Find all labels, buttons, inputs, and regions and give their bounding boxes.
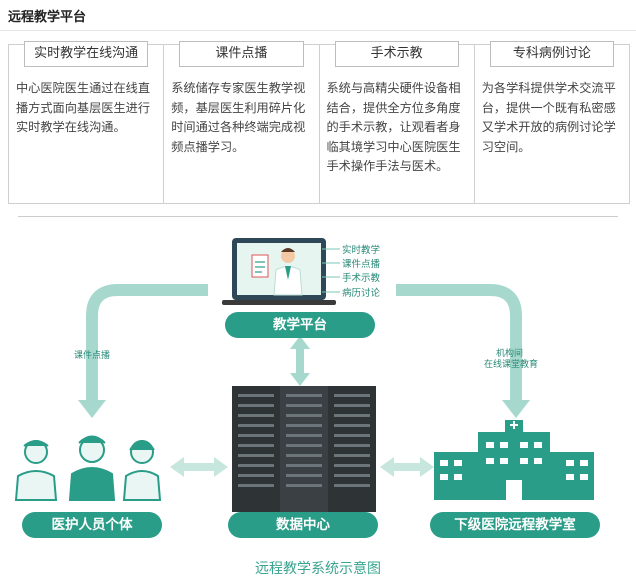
left-flow-arrow	[86, 284, 208, 402]
feature-cards: 实时教学在线沟通 中心医院医生通过在线直播方式面向基层医生进行实时教学在线沟通。…	[8, 41, 630, 206]
laptop-icon	[222, 238, 340, 305]
down-arrowhead	[290, 373, 310, 386]
left-flow-label: 课件点播	[74, 351, 111, 361]
feature-card-title: 实时教学在线沟通	[24, 41, 149, 67]
feature-card-body: 中心医院医生通过在线直播方式面向基层医生进行实时教学在线沟通。	[16, 81, 151, 134]
laptop-menu-item: 实时教学	[342, 245, 381, 256]
laptop-menu-item: 病历讨论	[342, 288, 381, 299]
feature-card-title: 专科病例讨论	[489, 41, 614, 67]
platform-label: 教学平台	[225, 312, 375, 338]
hospital-building-icon	[434, 420, 594, 500]
title-divider	[0, 30, 636, 31]
feature-card-body: 系统与高精尖硬件设备相结合，提供全方位多角度的手术示教，让观看者身临其境学习中心…	[326, 81, 461, 173]
page-title: 远程教学平台	[8, 10, 87, 25]
section-divider	[18, 216, 618, 217]
laptop-menu-item: 课件点播	[342, 259, 381, 270]
diagram-caption: 远程教学系统示意图	[255, 561, 381, 577]
laptop-menu-item: 手术示教	[342, 273, 381, 284]
feature-card-body: 为各学科提供学术交流平台，提供一个既有私密感又学术开放的病例讨论学习空间。	[481, 81, 616, 154]
left-arrowhead	[78, 400, 106, 418]
server-rack-icon	[232, 386, 376, 512]
feature-card-title: 课件点播	[179, 41, 304, 67]
right-flow-label: 机构间	[496, 349, 524, 359]
right-flow-label: 在线课堂教育	[484, 360, 539, 370]
right-arrowhead	[502, 400, 530, 418]
datacenter-label: 数据中心	[228, 512, 378, 538]
feature-card: 课件点播 系统储存专家医生教学视频，基层医生利用碎片化时间通过各种终端完成视频点…	[163, 41, 319, 204]
up-arrowhead	[290, 336, 310, 349]
hospital-label: 下级医院远程教学室	[430, 512, 600, 538]
medical-staff-icon	[14, 435, 162, 501]
feature-card-title: 手术示教	[334, 41, 459, 67]
feature-card-body: 系统储存专家医生教学视频，基层医生利用碎片化时间通过各种终端完成视频点播学习。	[171, 81, 306, 154]
right-flow-arrow	[396, 284, 522, 402]
feature-card: 手术示教 系统与高精尖硬件设备相结合，提供全方位多角度的手术示教，让观看者身临其…	[318, 41, 474, 204]
staff-label: 医护人员个体	[22, 512, 162, 538]
feature-card: 实时教学在线沟通 中心医院医生通过在线直播方式面向基层医生进行实时教学在线沟通。	[8, 41, 164, 204]
feature-card: 专科病例讨论 为各学科提供学术交流平台，提供一个既有私密感又学术开放的病例讨论学…	[473, 41, 630, 204]
